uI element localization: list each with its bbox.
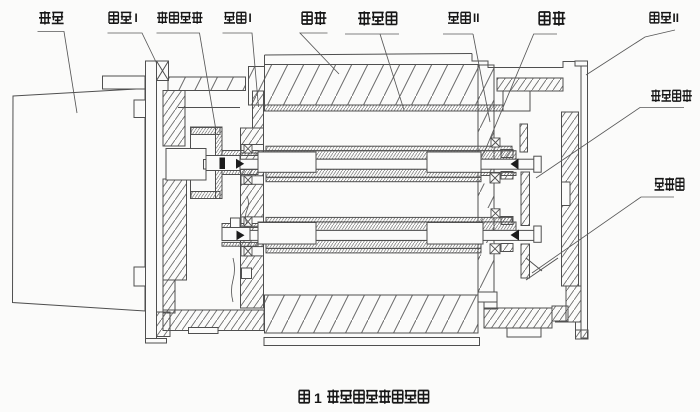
svg-text:II: II — [673, 13, 679, 25]
svg-text:II: II — [473, 13, 479, 25]
svg-text:1: 1 — [314, 390, 322, 406]
svg-text:I: I — [135, 13, 138, 25]
svg-text:I: I — [249, 13, 252, 25]
